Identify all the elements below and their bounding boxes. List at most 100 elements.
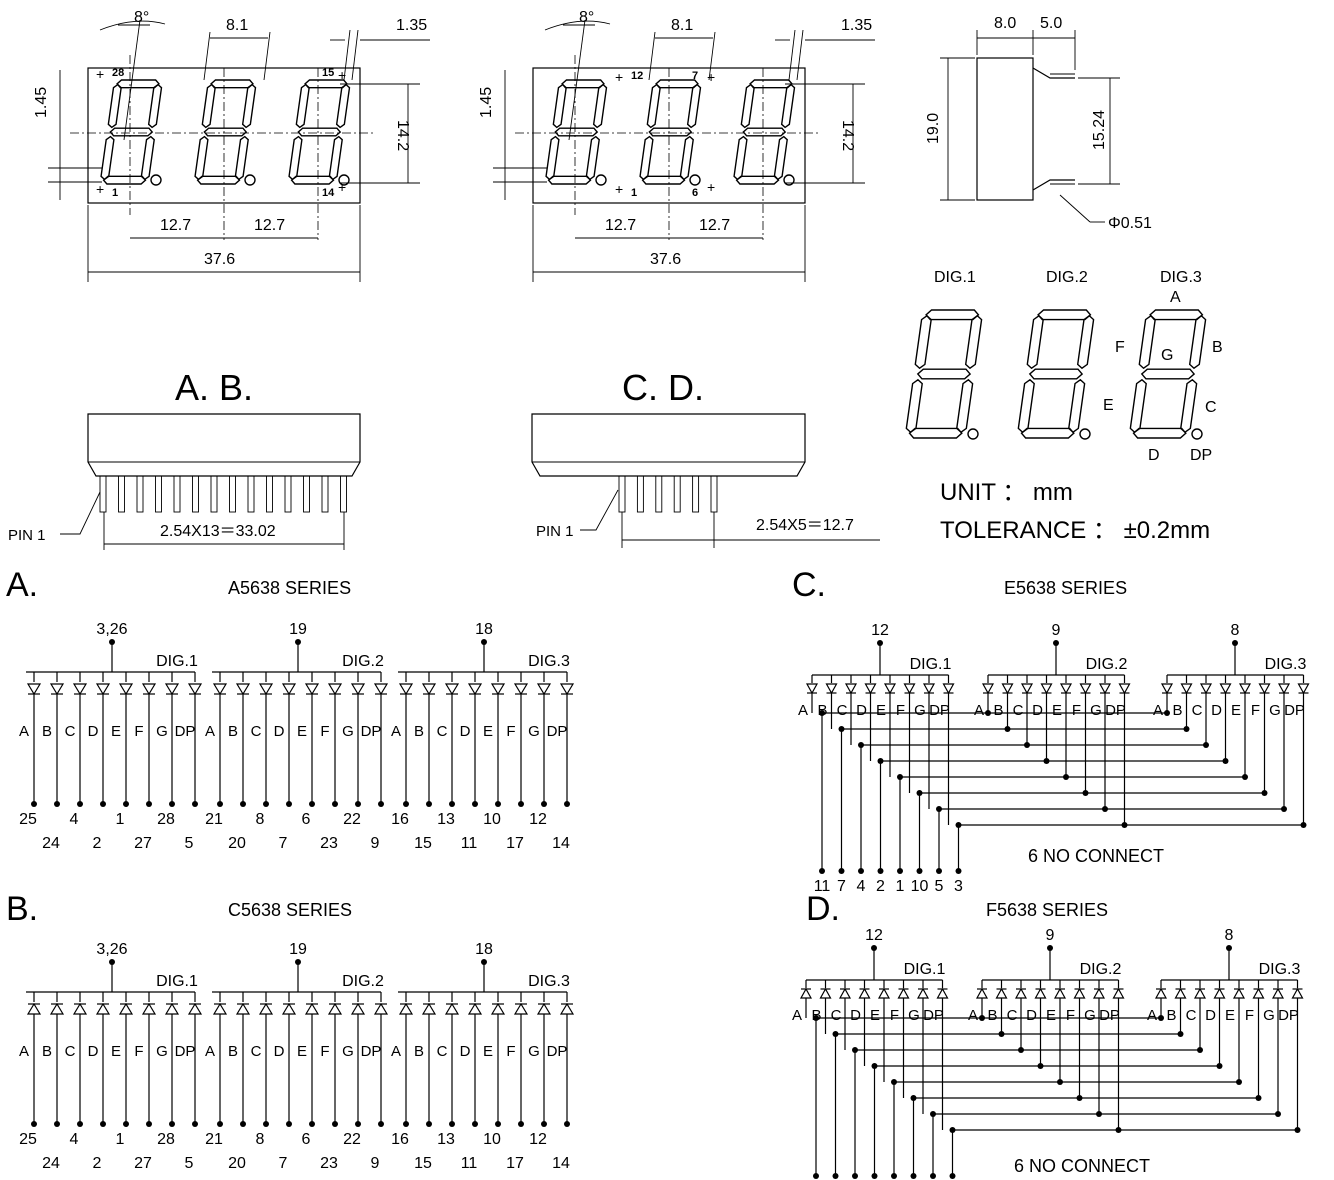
circuit-d-seg-d: D xyxy=(1026,1007,1037,1024)
circuit-b-seg-b: B xyxy=(228,1043,238,1060)
dim-total-width-cd: 37.6 xyxy=(650,251,681,268)
circuit-b-pin: 13 xyxy=(437,1131,455,1148)
dim-seg-width-ab: 1.35 xyxy=(396,17,427,34)
circuit-a-seg-b: B xyxy=(42,723,52,740)
circuit-c-seg-d: D xyxy=(1032,702,1043,719)
circuit-d-seg-dp: DP xyxy=(1278,1007,1299,1024)
circuit-c-seg-b: B xyxy=(1172,702,1182,719)
circuit-a-pin: 10 xyxy=(483,811,501,828)
svg-text:+: + xyxy=(615,69,623,85)
circuit-a-title: A5638 SERIES xyxy=(228,578,351,598)
dim-row-spacing: 15.24 xyxy=(1091,110,1108,150)
circuit-a-pin: 12 xyxy=(529,811,547,828)
circuit-a: A. A5638 SERIES 3,26DIG.1A25B24C4D2E1F27… xyxy=(6,566,575,852)
circuit-d-seg-f: F xyxy=(890,1007,899,1024)
side-ab-pin xyxy=(229,475,236,513)
legend-seg-f: F xyxy=(1115,339,1125,356)
circuit-a-seg-d: D xyxy=(460,723,471,740)
dim-dp-offset-ab: 1.45 xyxy=(33,87,50,118)
legend-dig-2: DIG.2 xyxy=(1046,269,1088,286)
side-cd-pin xyxy=(710,475,718,513)
circuit-a-dig-label-2: DIG.2 xyxy=(342,653,384,670)
front-ab-digit-1 xyxy=(100,79,163,186)
circuit-b-dig-label-1: DIG.1 xyxy=(156,973,198,990)
circuit-a-seg-f: F xyxy=(506,723,515,740)
circuit-d-seg-g: G xyxy=(1084,1007,1096,1024)
circuit-c-letter: C. xyxy=(792,566,826,604)
pin-cd-12: 12 xyxy=(631,70,643,82)
circuit-a-pin: 13 xyxy=(437,811,455,828)
dim-digit-pitch-ab: 8.1 xyxy=(226,17,248,34)
side-profile: 8.0 5.0 19.0 15.24 Φ0.51 xyxy=(925,15,1152,232)
circuit-a-seg-a: A xyxy=(391,723,401,740)
circuit-d-common-2: 9 xyxy=(1046,927,1055,944)
circuit-a-seg-b: B xyxy=(228,723,238,740)
circuit-c-seg-g: G xyxy=(1090,702,1102,719)
circuit-a-pin: 17 xyxy=(506,835,524,852)
circuit-a-pin: 22 xyxy=(343,811,361,828)
side-view-ab-title: A. B. xyxy=(175,367,253,408)
circuit-c-common-1: 12 xyxy=(871,622,889,639)
front-cd-digit-3 xyxy=(733,79,796,186)
dim-side-width: 8.0 xyxy=(994,15,1016,32)
circuit-b-seg-a: A xyxy=(19,1043,29,1060)
circuit-b-letter: B. xyxy=(6,890,38,928)
circuit-c-seg-dp: DP xyxy=(1105,702,1126,719)
side-view-ab: A. B. 2.54X13＝33.02 PIN 1 xyxy=(8,367,361,550)
circuit-a-pin: 28 xyxy=(157,811,175,828)
pin-ab-28: 28 xyxy=(112,67,124,79)
circuit-b-pin: 17 xyxy=(506,1155,524,1172)
circuit-c-seg-f: F xyxy=(1251,702,1260,719)
circuit-b-pin: 8 xyxy=(256,1131,265,1148)
circuit-c: C. E5638 SERIES 6 NO CONNECT 12DIG.1ABCD… xyxy=(792,566,1310,895)
side-view-ab-pitch: 2.54X13＝33.02 xyxy=(160,523,276,540)
circuit-a-seg-dp: DP xyxy=(547,723,568,740)
circuit-b-seg-c: C xyxy=(437,1043,448,1060)
circuit-b-pin: 9 xyxy=(371,1155,380,1172)
circuit-b-seg-c: C xyxy=(65,1043,76,1060)
circuit-b-pin: 1 xyxy=(116,1131,125,1148)
dim-pin-pitch-ab-2: 12.7 xyxy=(254,217,285,234)
side-cd-pin xyxy=(673,475,681,513)
side-ab-pin xyxy=(321,475,329,513)
circuit-d-seg-a: A xyxy=(1147,1007,1157,1024)
circuit-c-seg-a: A xyxy=(974,702,984,719)
circuit-a-seg-a: A xyxy=(19,723,29,740)
circuit-b-pin: 22 xyxy=(343,1131,361,1148)
circuit-b-pin: 2 xyxy=(93,1155,102,1172)
side-cd-pin xyxy=(692,475,700,513)
circuit-c-seg-c: C xyxy=(1192,702,1203,719)
circuit-b-pin: 6 xyxy=(302,1131,311,1148)
circuit-c-common-3: 8 xyxy=(1231,622,1240,639)
dim-total-width-ab: 37.6 xyxy=(204,251,235,268)
circuit-a-pin: 25 xyxy=(19,811,37,828)
circuit-b-seg-g: G xyxy=(528,1043,540,1060)
circuit-a-seg-dp: DP xyxy=(175,723,196,740)
svg-text:+: + xyxy=(707,179,715,195)
circuit-d-seg-b: B xyxy=(1166,1007,1176,1024)
side-ab-pin xyxy=(118,475,125,513)
circuit-b-pin: 28 xyxy=(157,1131,175,1148)
circuit-a-seg-b: B xyxy=(414,723,424,740)
circuit-a-letter: A. xyxy=(6,566,38,604)
front-ab-digit-3 xyxy=(288,79,351,186)
side-ab-pin xyxy=(136,475,144,513)
segment-legend: DIG.1 DIG.2 DIG.3 A F G B E C D DP UNIT … xyxy=(905,269,1223,544)
front-view-cd-digits xyxy=(545,79,796,186)
circuit-c-seg-f: F xyxy=(896,702,905,719)
circuit-c-seg-e: E xyxy=(876,702,886,719)
circuit-c-title: E5638 SERIES xyxy=(1004,578,1127,598)
circuit-a-seg-d: D xyxy=(88,723,99,740)
circuit-a-pin: 4 xyxy=(70,811,79,828)
side-ab-pin xyxy=(247,475,255,513)
circuit-b-dig-label-3: DIG.3 xyxy=(528,973,570,990)
svg-text:+: + xyxy=(707,69,715,85)
pin-cd-1: 1 xyxy=(631,187,637,199)
front-ab-digit-2 xyxy=(194,79,257,186)
circuit-b: B. C5638 SERIES 3,26DIG.1A25B24C4D2E1F27… xyxy=(6,890,575,1172)
circuit-a-common-2: 19 xyxy=(289,621,307,638)
circuit-c-seg-c: C xyxy=(837,702,848,719)
circuit-c-seg-d: D xyxy=(856,702,867,719)
circuit-a-seg-e: E xyxy=(111,723,121,740)
circuit-d-seg-a: A xyxy=(968,1007,978,1024)
